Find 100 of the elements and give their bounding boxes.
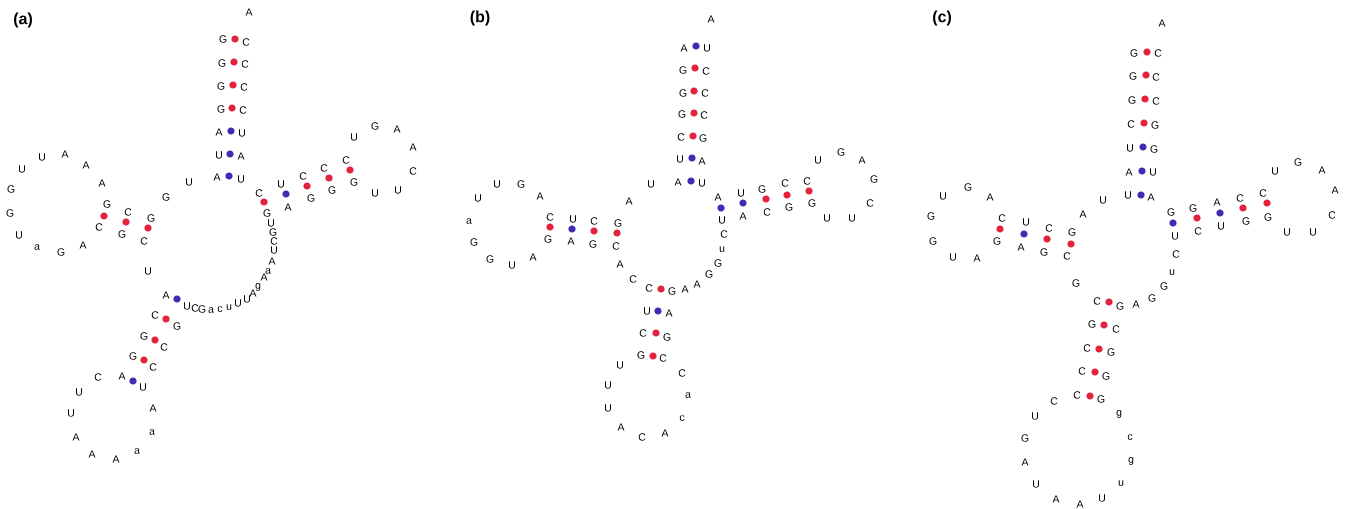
nucleotide-letter: U (1284, 228, 1290, 236)
nucleotide-letter: U (617, 361, 623, 369)
nucleotide-letter: c (1127, 434, 1133, 440)
nucleotide-letter: G (147, 214, 155, 222)
nucleotide-letter: G (486, 255, 494, 263)
nucleotide-letter: C (678, 369, 686, 377)
nucleotide-letter: G (218, 59, 226, 67)
nucleotide-letter: U (140, 383, 146, 391)
nucleotide-letter: a (149, 429, 155, 435)
nucleotide-letter: A (714, 193, 722, 201)
nucleotide-letter: A (1132, 300, 1140, 308)
nucleotide-letter: G (350, 178, 358, 186)
nucleotide-letter: A (1076, 500, 1084, 508)
nucleotide-letter: C (239, 106, 247, 114)
nucleotide-letter: C (95, 223, 103, 231)
nucleotide-letter: G (1189, 204, 1197, 212)
nucleotide-letter: G (668, 287, 676, 295)
nucleotide-letter: A (1079, 210, 1087, 218)
nucleotide-letter: G (1068, 228, 1076, 236)
nucleotide-letter: G (1264, 213, 1272, 221)
nucleotide-letter: G (678, 110, 686, 118)
nucleotide-letter: A (82, 161, 90, 169)
nucleotide-letter: C (1093, 297, 1101, 305)
nucleotide-letter: A (680, 44, 688, 52)
nucleotide-letter: A (693, 280, 701, 288)
nucleotide-letter: a (134, 448, 140, 454)
nucleotide-letter: A (284, 203, 292, 211)
nucleotide-letter: G (964, 183, 972, 191)
nucleotide-letter: U (644, 307, 650, 315)
nucleotide-letter: A (616, 260, 624, 268)
nucleotide-letter: A (409, 143, 417, 151)
nucleotide-letter: U (1100, 196, 1106, 204)
nucleotide-letter: A (98, 179, 106, 187)
nucleotide-letter: U (19, 165, 25, 173)
nucleotide-letter: a (208, 307, 214, 313)
nucleotide-letter: U (1127, 144, 1133, 152)
nucleotide-letter: A (215, 128, 223, 136)
nucleotide-letter: C (590, 217, 598, 225)
nucleotide-letter: G (103, 200, 111, 208)
nucleotide-letter: C (1050, 397, 1058, 405)
nucleotide-letter: C (1127, 120, 1135, 128)
nucleotide-letter: C (124, 208, 132, 216)
nucleotide-letter: G (517, 180, 525, 188)
nucleotide-letter: A (72, 433, 80, 441)
nucleotide-letter: G (929, 237, 937, 245)
nucleotide-letter: G (705, 270, 713, 278)
nucleotide-letter: U (605, 404, 611, 412)
nucleotide-letter: C (94, 373, 102, 381)
nucleotide-letter: G (57, 248, 65, 256)
nucleotide-letter: U (738, 189, 744, 197)
nucleotide-letter: U (395, 186, 401, 194)
nucleotide-letter: A (118, 372, 126, 380)
nucleotide-letter: A (1158, 19, 1166, 27)
nucleotide-letter: C (866, 199, 874, 207)
nucleotide-letter: C (140, 237, 148, 245)
nucleotide-letter: G (1040, 248, 1048, 256)
nucleotide-letter: u (1118, 480, 1124, 486)
nucleotide-letter: C (1328, 211, 1336, 219)
nucleotide-letter: G (1021, 434, 1029, 442)
nucleotide-letter: G (1072, 279, 1080, 287)
nucleotide-letter: U (849, 214, 855, 222)
nucleotide-letter: G (162, 193, 170, 201)
nucleotide-letter: G (1130, 49, 1138, 57)
panel-label: (b) (470, 10, 490, 26)
nucleotide-letter: U (235, 299, 241, 307)
nucleotide-letter: G (614, 219, 622, 227)
nucleotide-letter: C (998, 214, 1006, 222)
nucleotide-letter: A (617, 423, 625, 431)
nucleotide-letter: G (263, 209, 271, 217)
nucleotide-letter: A (1021, 458, 1029, 466)
nucleotide-letter: c (217, 306, 223, 312)
nucleotide-letter: U (1172, 232, 1178, 240)
nucleotide-letter: C (659, 354, 667, 362)
nucleotide-letter: A (268, 257, 276, 265)
nucleotide-letter: G (637, 351, 645, 359)
nucleotide-letter: A (88, 450, 96, 458)
nucleotide-letter: G (870, 175, 878, 183)
nucleotide-letter: U (648, 180, 654, 188)
nucleotide-letter: C (645, 284, 653, 292)
nucleotide-letter: U (570, 215, 576, 223)
nucleotide-letter: C (320, 164, 328, 172)
nucleotide-letter: G (219, 35, 227, 43)
nucleotide-letter: G (371, 122, 379, 130)
nucleotide-letter: G (679, 66, 687, 74)
nucleotide-letter: g (1128, 457, 1134, 465)
nucleotide-letter: A (1213, 198, 1221, 206)
nucleotide-letter: A (674, 178, 682, 186)
nucleotide-letter: U (278, 180, 284, 188)
nucleotide-letter: C (803, 177, 811, 185)
nucleotide-letter: A (61, 150, 69, 158)
nucleotide-letter: A (973, 254, 981, 262)
nucleotide-letter: G (1097, 395, 1105, 403)
nucleotide-letter: C (1045, 224, 1053, 232)
nucleotide-letter: U (1150, 168, 1156, 176)
nucleotide-letter: g (255, 283, 261, 291)
nucleotide-letter: c (679, 415, 685, 421)
nucleotide-letter: U (186, 178, 192, 186)
nucleotide-letter: C (160, 343, 168, 351)
nucleotide-letter: G (1116, 302, 1124, 310)
nucleotide-letter: G (328, 186, 336, 194)
